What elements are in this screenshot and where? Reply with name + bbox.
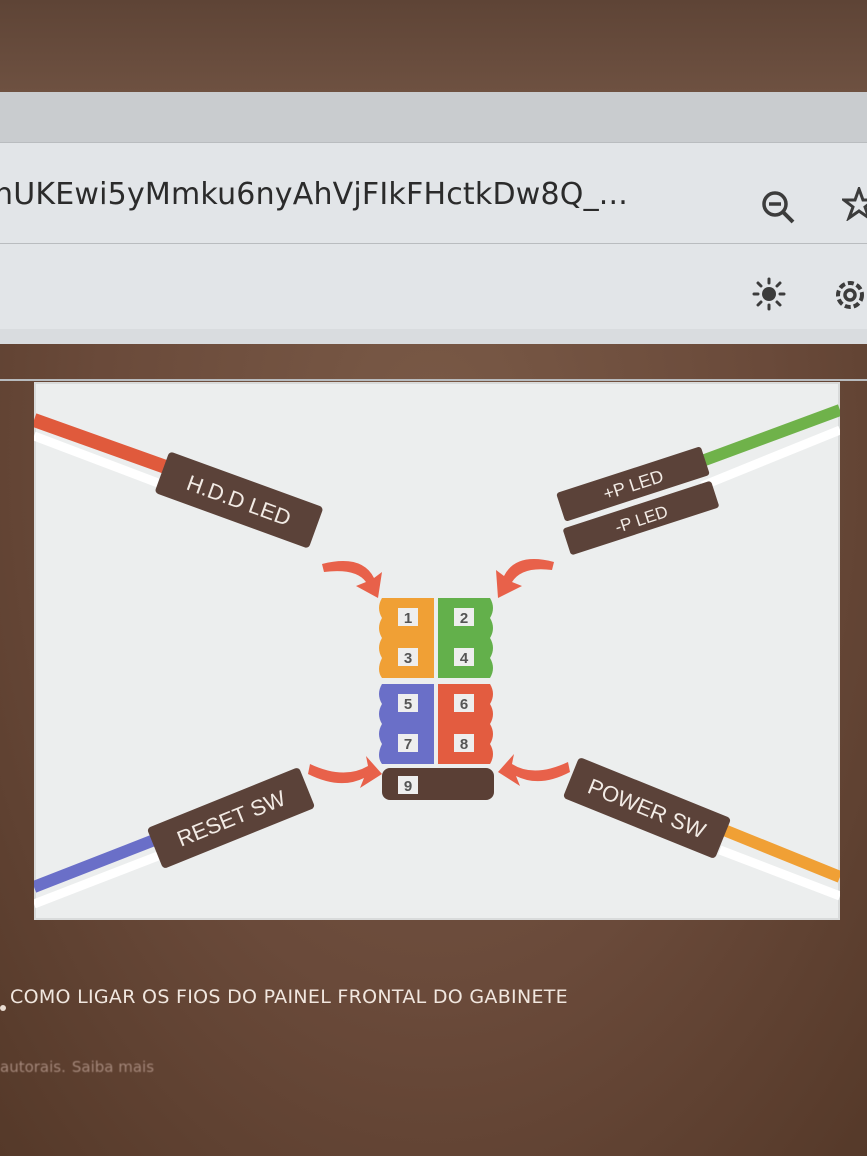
power-led-pin-group <box>438 598 493 678</box>
address-bar-area: hUKEwi5yMmku6nyAhVjFIkFHctkDw8Q_... <box>0 142 867 381</box>
caption-bullet <box>0 1005 6 1011</box>
pin-2: 2 <box>460 610 468 627</box>
arrow-to-pin2 <box>496 559 554 598</box>
p-led-plus-tag: +P LED <box>556 447 710 521</box>
arrow-to-pin9-right <box>498 754 570 786</box>
pin-1: 1 <box>404 610 412 627</box>
tab-strip <box>0 92 867 142</box>
arrow-to-pin9-left <box>308 756 382 788</box>
brightness-icon[interactable] <box>752 277 786 311</box>
hdd-led-pin-group <box>379 598 434 678</box>
reset-sw-wire <box>34 831 165 909</box>
gear-icon[interactable] <box>830 275 867 315</box>
power-sw-wire <box>718 824 840 901</box>
front-panel-diagram: H.D.D LED +P LED -P LED RESET SW POWER S… <box>34 404 840 909</box>
pin-8: 8 <box>460 736 468 753</box>
reset-sw-label-tag: RESET SW <box>147 768 315 868</box>
pin-4: 4 <box>460 650 469 667</box>
bookmark-star-icon[interactable] <box>842 187 867 221</box>
rights-notice: autorais. Saiba mais <box>0 1058 154 1076</box>
pin-5: 5 <box>404 696 412 713</box>
front-panel-connector: 1 2 3 4 5 6 7 8 9 <box>379 598 494 800</box>
power-sw-label-tag: POWER SW <box>563 758 731 858</box>
hdd-led-wire <box>34 413 177 491</box>
rights-text: autorais. <box>0 1058 66 1076</box>
image-caption-title[interactable]: COMO LIGAR OS FIOS DO PAINEL FRONTAL DO … <box>10 986 568 1008</box>
hdd-led-label-tag: H.D.D LED <box>155 452 323 548</box>
pin-7: 7 <box>404 736 412 753</box>
address-bar[interactable]: hUKEwi5yMmku6nyAhVjFIkFHctkDw8Q_... <box>0 155 867 235</box>
reset-pin-group <box>379 684 434 764</box>
pin-6: 6 <box>460 696 468 713</box>
toolbar-divider <box>0 243 867 244</box>
browser-chrome: hUKEwi5yMmku6nyAhVjFIkFHctkDw8Q_... <box>0 92 867 381</box>
p-led-wire <box>691 404 840 491</box>
zoom-icon[interactable] <box>758 187 798 227</box>
learn-more-link[interactable]: Saiba mais <box>71 1058 155 1076</box>
chrome-bottom-border <box>0 379 867 381</box>
background-top <box>0 0 867 92</box>
pin-3: 3 <box>404 650 412 667</box>
url-text[interactable]: hUKEwi5yMmku6nyAhVjFIkFHctkDw8Q_... <box>0 177 628 212</box>
pin-9: 9 <box>404 778 412 795</box>
front-panel-diagram-image[interactable]: H.D.D LED +P LED -P LED RESET SW POWER S… <box>34 382 840 920</box>
power-sw-pin-group <box>438 684 493 764</box>
arrow-to-pin1 <box>322 561 382 598</box>
